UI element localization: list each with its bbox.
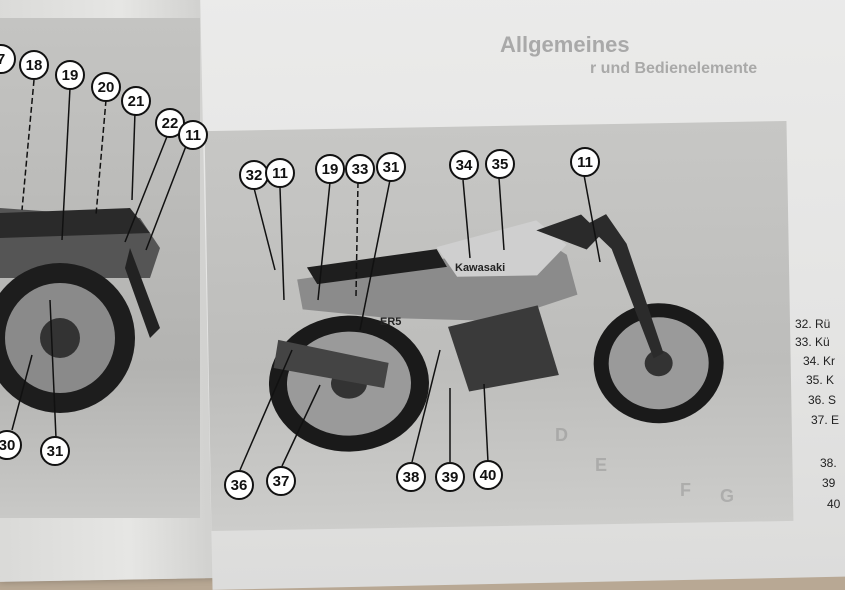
legend-item-37: 37. E: [811, 413, 840, 427]
callout-32: 32: [239, 160, 269, 190]
callout-37: 37: [266, 466, 296, 496]
callout-36: 36: [224, 470, 254, 500]
ghost-letter-g: G: [720, 486, 735, 506]
legend-item-34: 34. Kr: [803, 354, 836, 368]
callout-19: 19: [315, 154, 345, 184]
main-motorcycle-photo: [204, 120, 794, 532]
callout-31-left: 31: [40, 436, 70, 466]
callout-31: 31: [376, 152, 406, 182]
callout-11: 11: [265, 158, 295, 188]
callout-38: 38: [396, 462, 426, 492]
callout-34: 34: [449, 150, 479, 180]
badge-text: Kawasaki: [455, 262, 506, 274]
legend-item-39: 39: [822, 476, 836, 490]
callout-33: 33: [345, 154, 375, 184]
callout-11-left: 11: [178, 120, 208, 150]
ghost-letter-f: F: [680, 480, 691, 500]
callout-35: 35: [485, 149, 515, 179]
left-bike-drawing: [0, 208, 160, 413]
legend-item-33: 33. Kü: [795, 335, 830, 349]
legend-item-36: 36. S: [808, 393, 837, 407]
ghost-letter-e: E: [595, 455, 608, 475]
motorcycle-drawing: [268, 214, 724, 452]
legend-item-32: 32. Rü: [795, 317, 831, 331]
legend-item-35: 35. K: [806, 373, 835, 387]
callout-18: 18: [19, 50, 49, 80]
header-title: Allgemeines: [500, 32, 630, 57]
header-subtitle: r und Bedienelemente: [590, 60, 758, 77]
legend-item-40: 40: [827, 497, 841, 511]
callout-39: 39: [435, 462, 465, 492]
leader-lines: [11, 79, 601, 471]
callout-40: 40: [473, 460, 503, 490]
callout-11-right: 11: [570, 147, 600, 177]
callout-20: 20: [91, 72, 121, 102]
legend-item-38: 38.: [820, 456, 837, 470]
callout-30: 30: [0, 430, 22, 460]
left-motorcycle-photo: [0, 18, 200, 518]
callout-21: 21: [121, 86, 151, 116]
ghost-letter-d: D: [555, 425, 568, 445]
tank-label: ER5: [380, 316, 402, 328]
callout-19-left: 19: [55, 60, 85, 90]
